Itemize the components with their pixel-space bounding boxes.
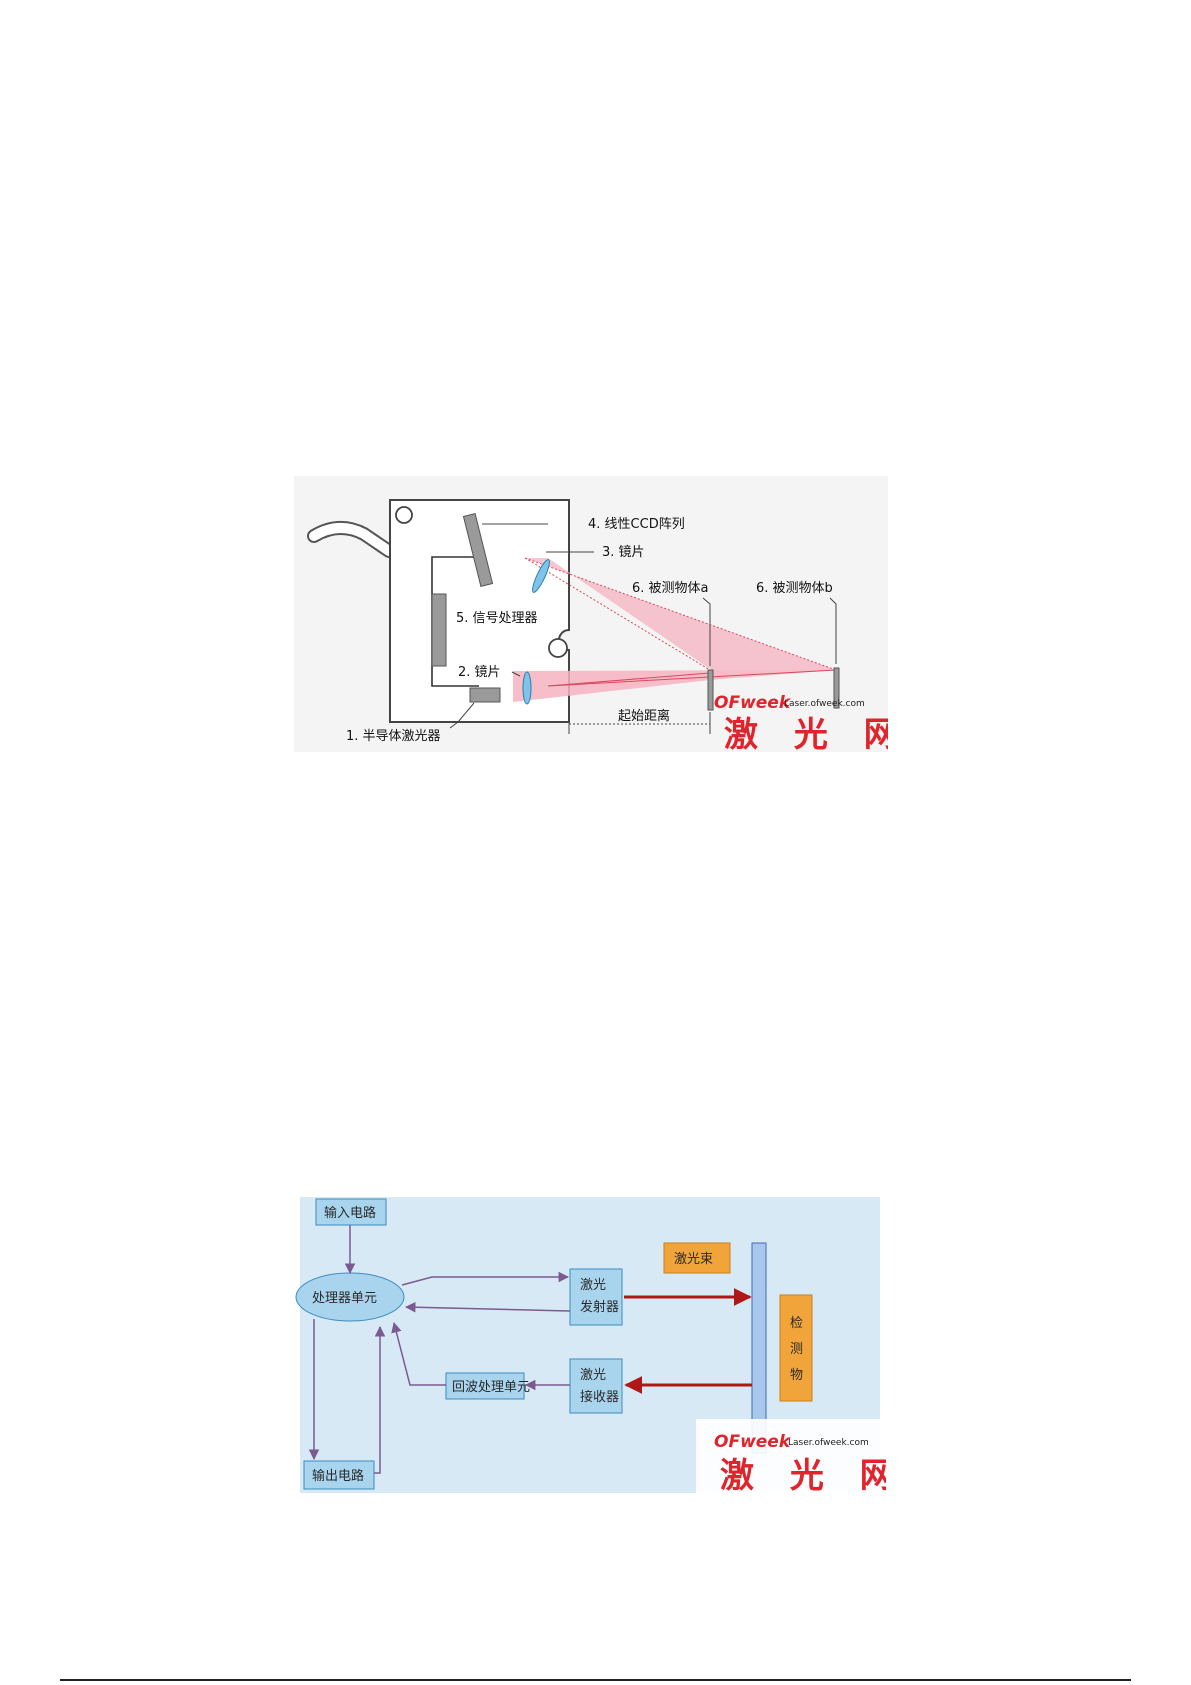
label-object-b: 6. 被测物体b	[756, 581, 833, 596]
label-processor: 5. 信号处理器	[456, 611, 538, 626]
watermark: OFweek Laser.ofweek.com 激 光 网	[696, 1419, 886, 1503]
lens-2	[523, 672, 531, 704]
watermark-name: 激 光 网	[724, 715, 888, 752]
laser-emitter-label-2: 发射器	[580, 1299, 619, 1315]
triangulation-diagram: 4. 线性CCD阵列 3. 镜片 6. 被测物体a 6. 被测物体b 5. 信号…	[294, 476, 888, 752]
target-label-2: 测	[790, 1342, 803, 1357]
label-object-a: 6. 被测物体a	[632, 581, 709, 596]
label-lens-3: 3. 镜片	[602, 545, 645, 560]
input-circuit-label: 输入电路	[324, 1205, 376, 1221]
watermark-url: Laser.ofweek.com	[788, 1438, 869, 1448]
block-diagram: 输入电路 处理器单元 输出电路 回波处理单元 激光 发射器 激光 接收器 激光束…	[294, 1187, 886, 1507]
mount-hole	[549, 639, 567, 657]
watermark-url: Laser.ofweek.com	[784, 699, 865, 709]
watermark: OFweek Laser.ofweek.com 激 光 网	[714, 693, 888, 752]
laser-beam-label: 激光束	[674, 1252, 713, 1267]
label-laser: 1. 半导体激光器	[346, 729, 441, 744]
watermark-brand: OFweek	[714, 693, 792, 713]
output-circuit-label: 输出电路	[312, 1468, 364, 1484]
target-label-1: 检	[790, 1316, 803, 1331]
label-lens-2: 2. 镜片	[458, 665, 501, 680]
target-label-3: 物	[790, 1368, 803, 1383]
label-ccd: 4. 线性CCD阵列	[588, 517, 685, 532]
label-start-distance: 起始距离	[618, 708, 670, 724]
processor-unit-label: 处理器单元	[312, 1291, 377, 1306]
semiconductor-laser	[470, 688, 500, 702]
watermark-brand: OFweek	[714, 1432, 792, 1452]
object-a	[708, 670, 713, 710]
laser-receiver-label-1: 激光	[580, 1368, 606, 1383]
laser-emitter-label-1: 激光	[580, 1278, 606, 1293]
echo-processing-label: 回波处理单元	[452, 1380, 530, 1395]
laser-receiver-label-2: 接收器	[580, 1389, 619, 1405]
page-bottom-rule	[60, 1679, 1131, 1681]
signal-processor	[432, 594, 446, 666]
watermark-name: 激 光 网	[720, 1456, 886, 1496]
mount-hole	[396, 507, 412, 523]
